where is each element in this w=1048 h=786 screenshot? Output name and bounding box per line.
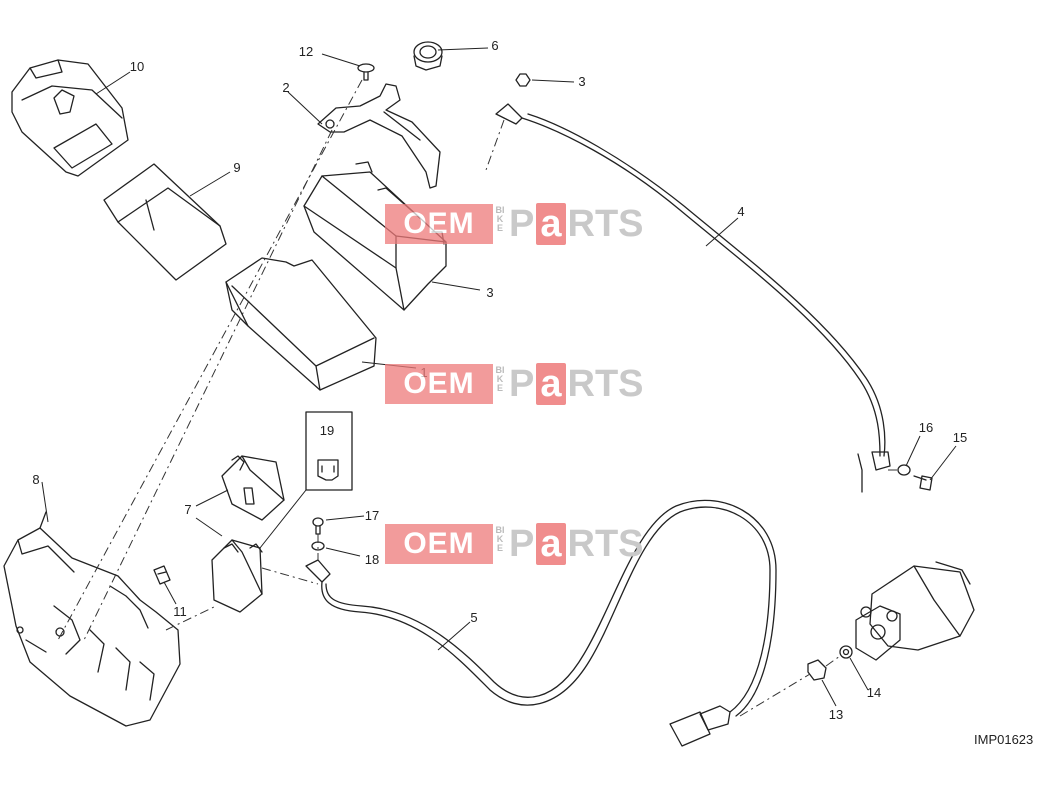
callout-5: 5: [470, 610, 477, 625]
watermark-p: P: [509, 363, 535, 405]
callout-2: 2: [282, 80, 289, 95]
watermark-oem: OEM: [385, 364, 493, 404]
part-washer-16: [897, 464, 911, 476]
callout-9: 9: [233, 160, 240, 175]
part-cable-4: [495, 103, 891, 493]
part-battery-tray: [225, 257, 377, 391]
part-screw-17: [312, 517, 324, 535]
part-washer-14: [839, 645, 853, 659]
part-support-bracket: [3, 511, 181, 727]
watermark-bike: BIKE: [495, 205, 505, 233]
watermark-a: a: [536, 363, 566, 405]
watermark-rts: RTS: [567, 363, 644, 405]
callout-17: 17: [365, 508, 379, 523]
part-starter-motor: [855, 561, 975, 661]
part-clip-11: [153, 565, 171, 585]
callout-19: 19: [320, 423, 334, 438]
part-grommet: [413, 41, 443, 71]
watermark-a: a: [536, 203, 566, 245]
part-relay: [211, 455, 285, 613]
watermark-oem: OEM: [385, 204, 493, 244]
callout-13: 13: [829, 707, 843, 722]
part-battery-cover: [11, 59, 129, 177]
assembly-axes: [57, 79, 898, 717]
callout-15: 15: [953, 430, 967, 445]
callout-18: 18: [365, 552, 379, 567]
callout-8: 8: [32, 472, 39, 487]
part-nut-3: [515, 73, 531, 87]
part-nut-13: [807, 659, 827, 681]
callout-3: 3: [486, 285, 493, 300]
watermark-p: P: [509, 523, 535, 565]
watermark-rts: RTS: [567, 523, 644, 565]
callout-11: 11: [173, 604, 187, 619]
callout-4: 4: [737, 204, 744, 219]
watermark-p: P: [509, 203, 535, 245]
watermark-bike: BIKE: [495, 525, 505, 553]
callout-12: 12: [299, 44, 313, 59]
callout-6: 6: [491, 38, 498, 53]
callout-7: 7: [184, 502, 191, 517]
callout-14: 14: [867, 685, 881, 700]
part-screw-12: [357, 63, 375, 81]
watermark-oem: OEM: [385, 524, 493, 564]
watermark-rts: RTS: [567, 203, 644, 245]
part-fuse: [305, 411, 353, 491]
callout-16: 16: [919, 420, 933, 435]
callout-3-nut: 3: [578, 74, 585, 89]
part-bolt-15: [913, 475, 933, 491]
part-foam-pad: [103, 163, 227, 281]
part-cable-5: [305, 499, 777, 747]
drawing-code: IMP01623: [974, 732, 1034, 747]
callout-10: 10: [130, 59, 144, 74]
leader-lines: [41, 47, 957, 707]
part-hold-down-bracket: [317, 83, 441, 189]
watermark-a: a: [536, 523, 566, 565]
watermark-bike: BIKE: [495, 365, 505, 393]
